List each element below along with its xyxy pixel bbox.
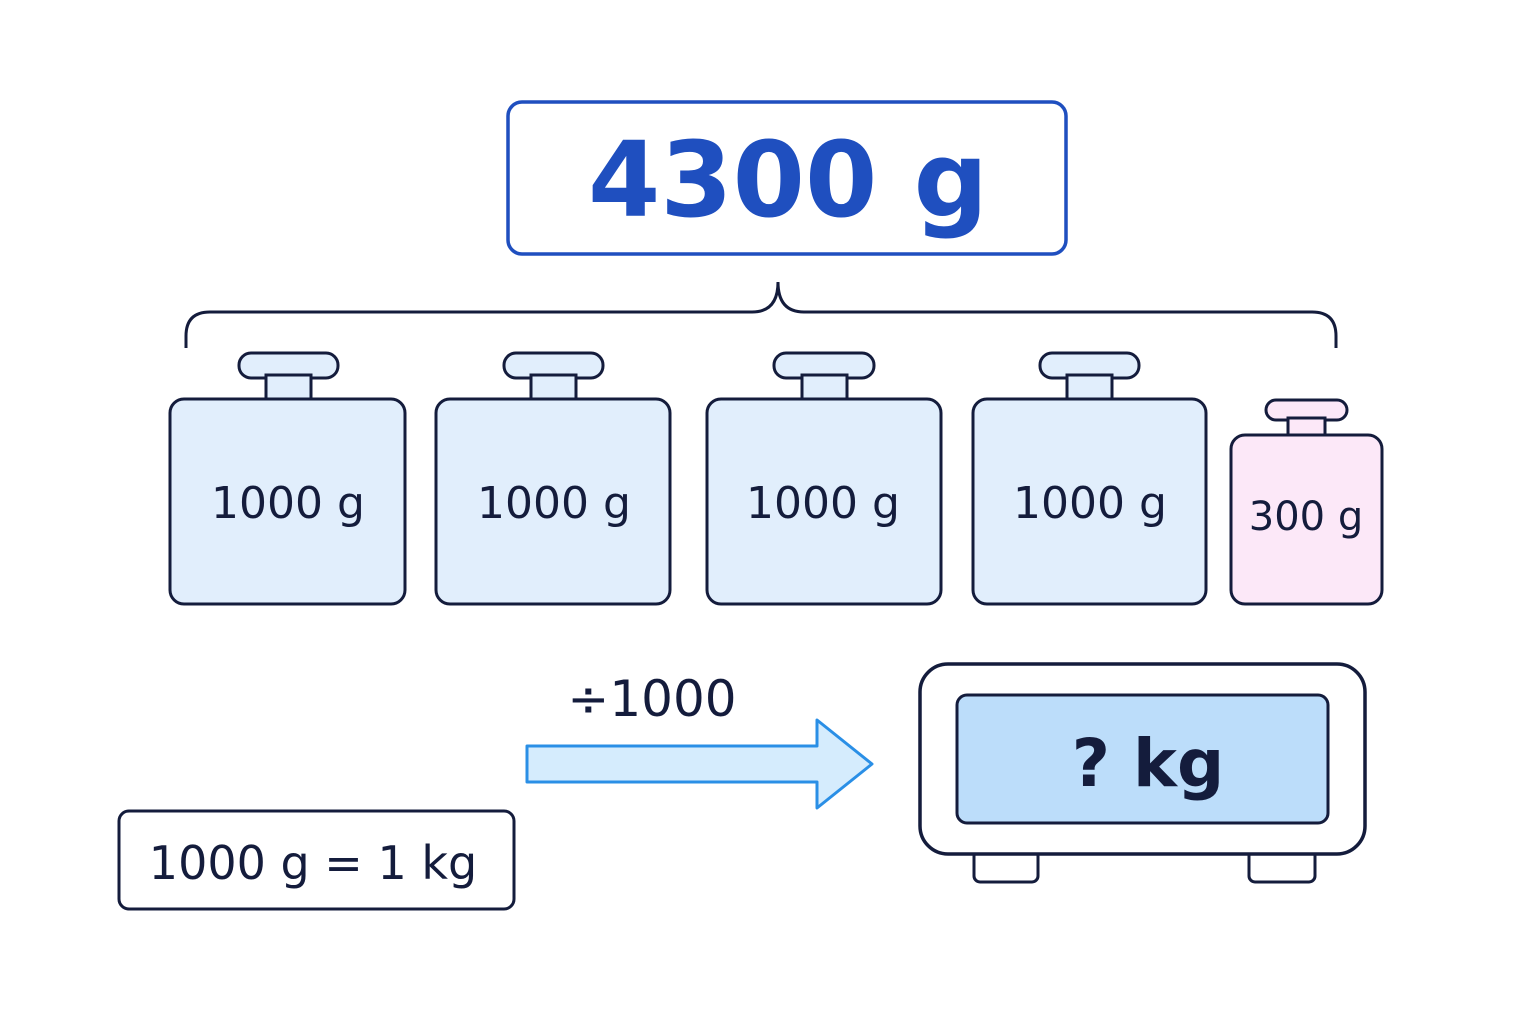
weight-4-neck: [1065, 373, 1114, 403]
weight-3-label: 1000 g: [746, 478, 900, 529]
weight-4-body: [971, 397, 1208, 606]
weight-5: 300 g: [1229, 398, 1384, 606]
weight-1-neck: [264, 373, 313, 403]
grouping-brace: [184, 281, 1338, 348]
weight-5-label: 300 g: [1249, 494, 1363, 540]
rule-label: 1000 g = 1 kg: [149, 836, 477, 890]
weight-5-body: [1229, 433, 1384, 606]
weight-1: 1000 g: [168, 351, 407, 606]
weight-1-body: [168, 397, 407, 606]
total-label: 4300 g: [588, 119, 988, 241]
scale: ? kg: [918, 662, 1367, 884]
scale-display-label: ? kg: [1072, 725, 1224, 802]
weight-3: 1000 g: [705, 351, 943, 606]
weight-2-label: 1000 g: [477, 478, 631, 529]
total-box: [506, 100, 1068, 256]
weight-2-body: [434, 397, 672, 606]
weight-2: 1000 g: [434, 351, 672, 606]
weight-3-body: [705, 397, 943, 606]
weight-3-neck: [800, 373, 849, 403]
conversion-arrow: [525, 718, 874, 810]
weight-2-neck: [529, 373, 578, 403]
weight-4-label: 1000 g: [1013, 478, 1167, 529]
operation-label: ÷1000: [567, 670, 736, 728]
weight-1-label: 1000 g: [211, 478, 365, 529]
rule-box: [117, 809, 516, 911]
weight-4: 1000 g: [971, 351, 1208, 606]
scale-display: [955, 693, 1330, 825]
